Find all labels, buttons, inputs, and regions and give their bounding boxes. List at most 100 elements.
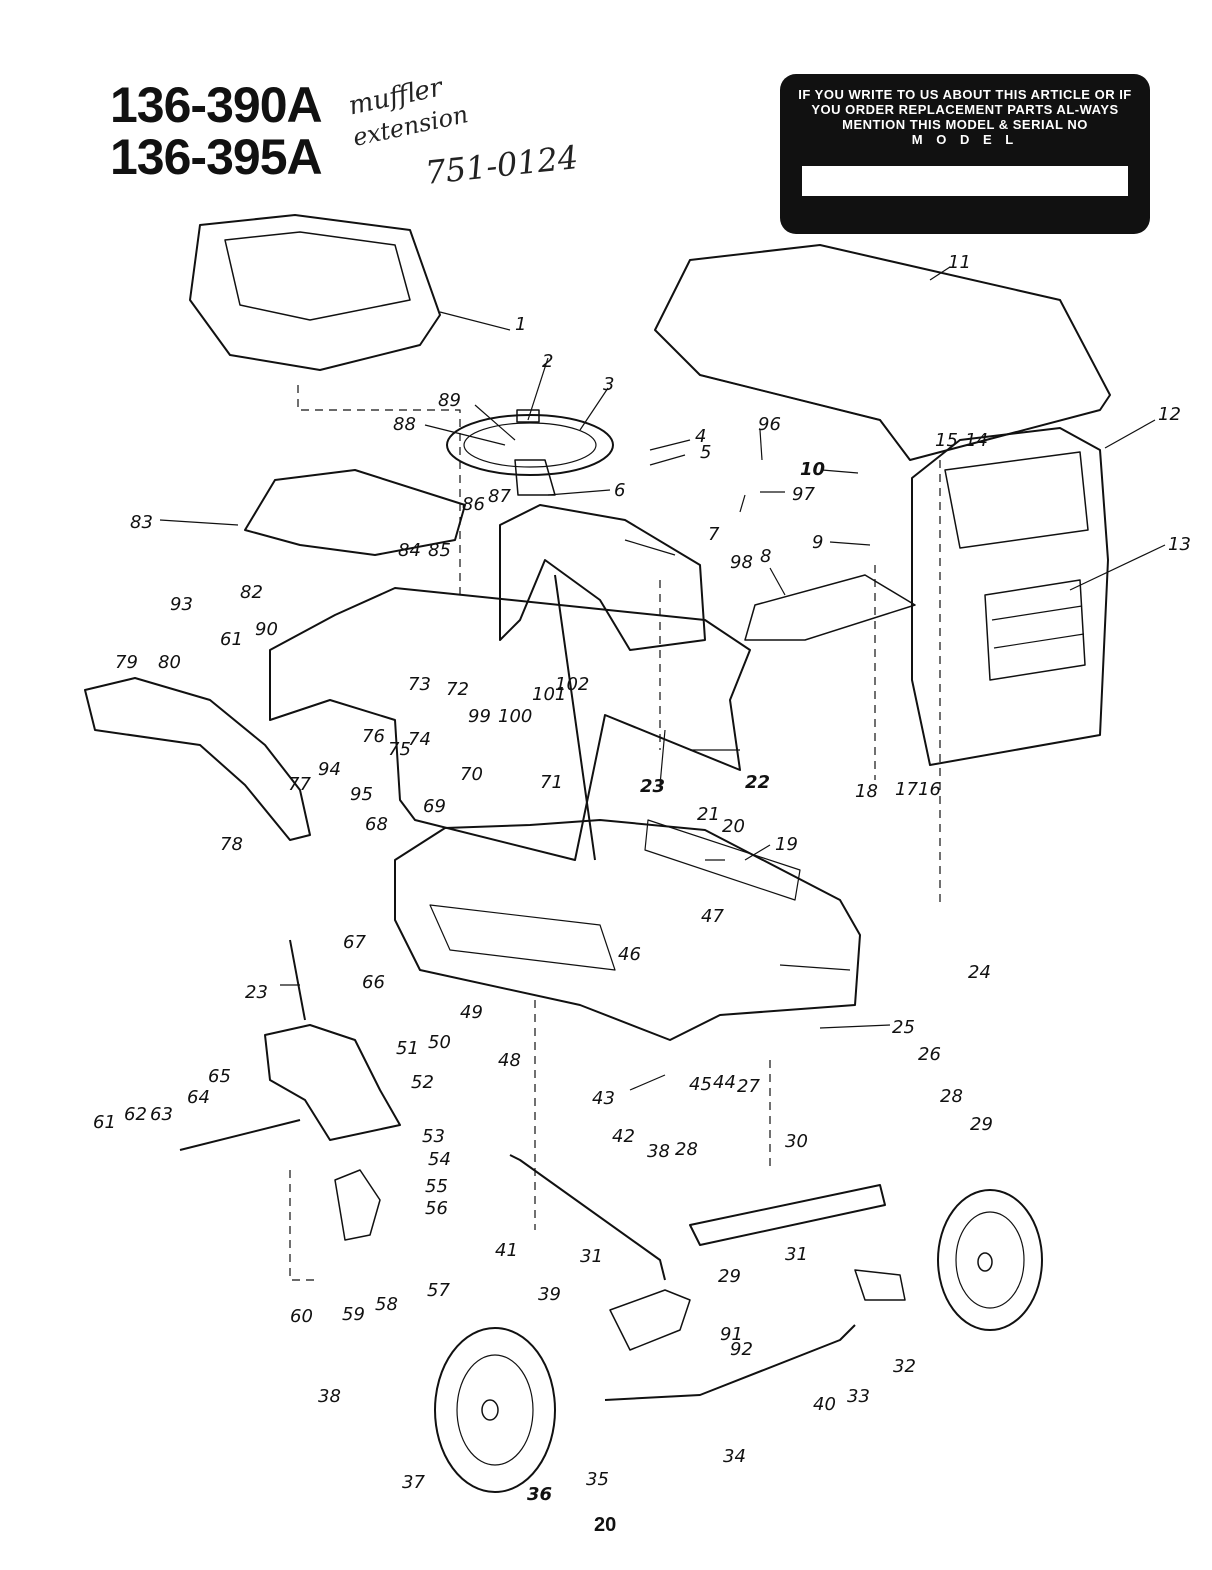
part-label: 8 [760,546,771,567]
part-label: 65 [208,1066,231,1087]
part-label: 85 [428,540,451,561]
part-label: 43 [592,1088,615,1109]
part-label: 38 [647,1141,670,1162]
part-label: 3 [603,374,614,395]
part-label: 98 [730,552,753,573]
grille-shape [911,427,1109,766]
part-label: 4 [695,426,706,447]
left-wheel-shape [434,1327,556,1493]
part-label: 77 [288,774,311,795]
part-label: 14 [965,430,988,451]
part-label: 24 [968,962,991,983]
part-label: 49 [460,1002,483,1023]
steering-wheel-shape [446,414,614,476]
part-label: 17 [895,779,918,800]
part-label: 70 [460,764,483,785]
part-label: 64 [187,1087,210,1108]
hood-shape [654,244,1111,461]
floor-pan-shape [394,819,861,1041]
part-label: 79 [115,652,138,673]
part-label: 36 [527,1484,552,1505]
part-label: 48 [498,1050,521,1071]
drag-link-shape [509,1154,666,1281]
part-label: 38 [318,1386,341,1407]
model-number-1: 136-390A [110,77,323,133]
part-label: 73 [408,674,431,695]
part-label: 33 [847,1386,870,1407]
part-label: 72 [446,679,469,700]
part-label: 9 [812,532,823,553]
body-pan-shape [269,587,751,861]
part-label: 92 [730,1339,753,1360]
part-label: 45 [689,1074,712,1095]
part-label: 69 [423,796,446,817]
part-label: 91 [720,1324,743,1345]
part-label: 55 [425,1176,448,1197]
part-label: 51 [396,1038,419,1059]
part-label: 50 [428,1032,451,1053]
part-label: 21 [697,804,720,825]
part-label: 74 [408,729,431,750]
part-label: 67 [343,932,366,953]
part-label: 11 [948,252,971,273]
part-label: 93 [170,594,193,615]
part-label: 101 [532,684,566,705]
part-label: 88 [393,414,416,435]
part-label: 76 [362,726,385,747]
part-label: 94 [318,759,341,780]
part-label: 5 [700,442,711,463]
part-label: 41 [495,1240,518,1261]
part-label: 1 [515,314,526,335]
part-label: 37 [402,1472,425,1493]
part-label: 7 [708,524,720,545]
part-label: 89 [438,390,461,411]
part-label: 28 [675,1139,698,1160]
part-label: 29 [718,1266,741,1287]
part-label: 84 [398,540,421,561]
part-label: 66 [362,972,385,993]
part-label: 20 [722,816,745,837]
part-label: 62 [124,1104,147,1125]
part-label: 29 [970,1114,993,1135]
part-label: 99 [468,706,491,727]
part-label: 31 [785,1244,808,1265]
part-label: 59 [342,1304,365,1325]
part-label: 54 [428,1149,451,1170]
part-label: 102 [555,674,589,695]
part-label: 35 [586,1469,609,1490]
part-label: 90 [255,619,278,640]
part-label: 2 [542,351,553,372]
part-label: 13 [1168,534,1191,555]
part-label: 52 [411,1072,434,1093]
part-label: 30 [785,1131,808,1152]
part-label: 39 [538,1284,561,1305]
part-label: 95 [350,784,373,805]
part-label: 34 [723,1446,746,1467]
part-label: 53 [422,1126,445,1147]
page-number: 20 [594,1514,617,1536]
part-label: 15 [935,430,958,451]
part-label: 32 [893,1356,916,1377]
front-axle-shape [689,1184,886,1246]
part-label: 71 [540,772,563,793]
part-label: 61 [220,629,243,650]
model-entry-box [802,166,1128,196]
part-label: 82 [240,582,263,603]
running-board-shape [84,677,311,841]
part-label: 46 [618,944,641,965]
notice-panel: IF YOU WRITE TO US ABOUT THIS ARTICLE OR… [780,74,1150,234]
part-label: 22 [745,772,770,793]
part-label: 58 [375,1294,398,1315]
notice-model-label: M O D E L [911,132,1019,147]
part-label: 23 [245,982,268,1003]
part-label: 40 [813,1394,836,1415]
part-label: 87 [488,486,511,507]
part-label: 42 [612,1126,635,1147]
part-label: 12 [1158,404,1181,425]
part-label: 63 [150,1104,173,1125]
part-label: 86 [462,494,485,515]
dash-console-shape [499,504,706,651]
part-label: 16 [918,779,941,800]
part-label: 97 [792,484,815,505]
